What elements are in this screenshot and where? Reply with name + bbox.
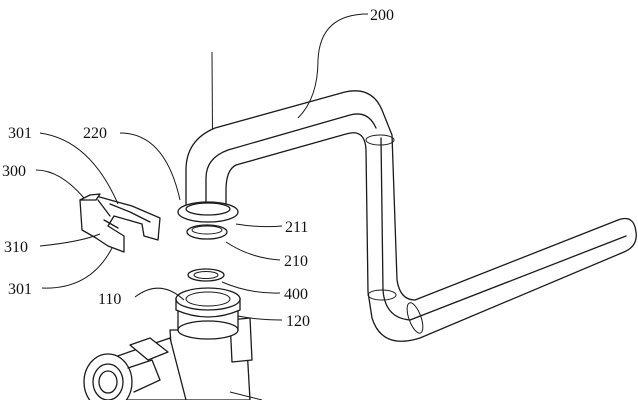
label-110: 110: [98, 291, 121, 308]
label-200: 200: [370, 7, 394, 24]
seal-210: [186, 224, 228, 240]
label-300: 300: [2, 163, 26, 180]
label-301-bottom: 301: [8, 281, 32, 298]
valve-body: [83, 287, 253, 400]
o-ring-400: [187, 268, 225, 282]
label-220: 220: [83, 125, 107, 142]
label-211: 211: [285, 219, 308, 236]
label-310: 310: [4, 239, 28, 256]
label-120: 120: [286, 313, 310, 330]
label-400: 400: [284, 286, 308, 303]
leader-lines: [35, 13, 369, 400]
clip-300: [79, 193, 161, 253]
label-210: 210: [284, 253, 308, 270]
flange-220: [177, 201, 239, 223]
pipe-200: [185, 90, 637, 342]
label-301-top: 301: [8, 125, 32, 142]
